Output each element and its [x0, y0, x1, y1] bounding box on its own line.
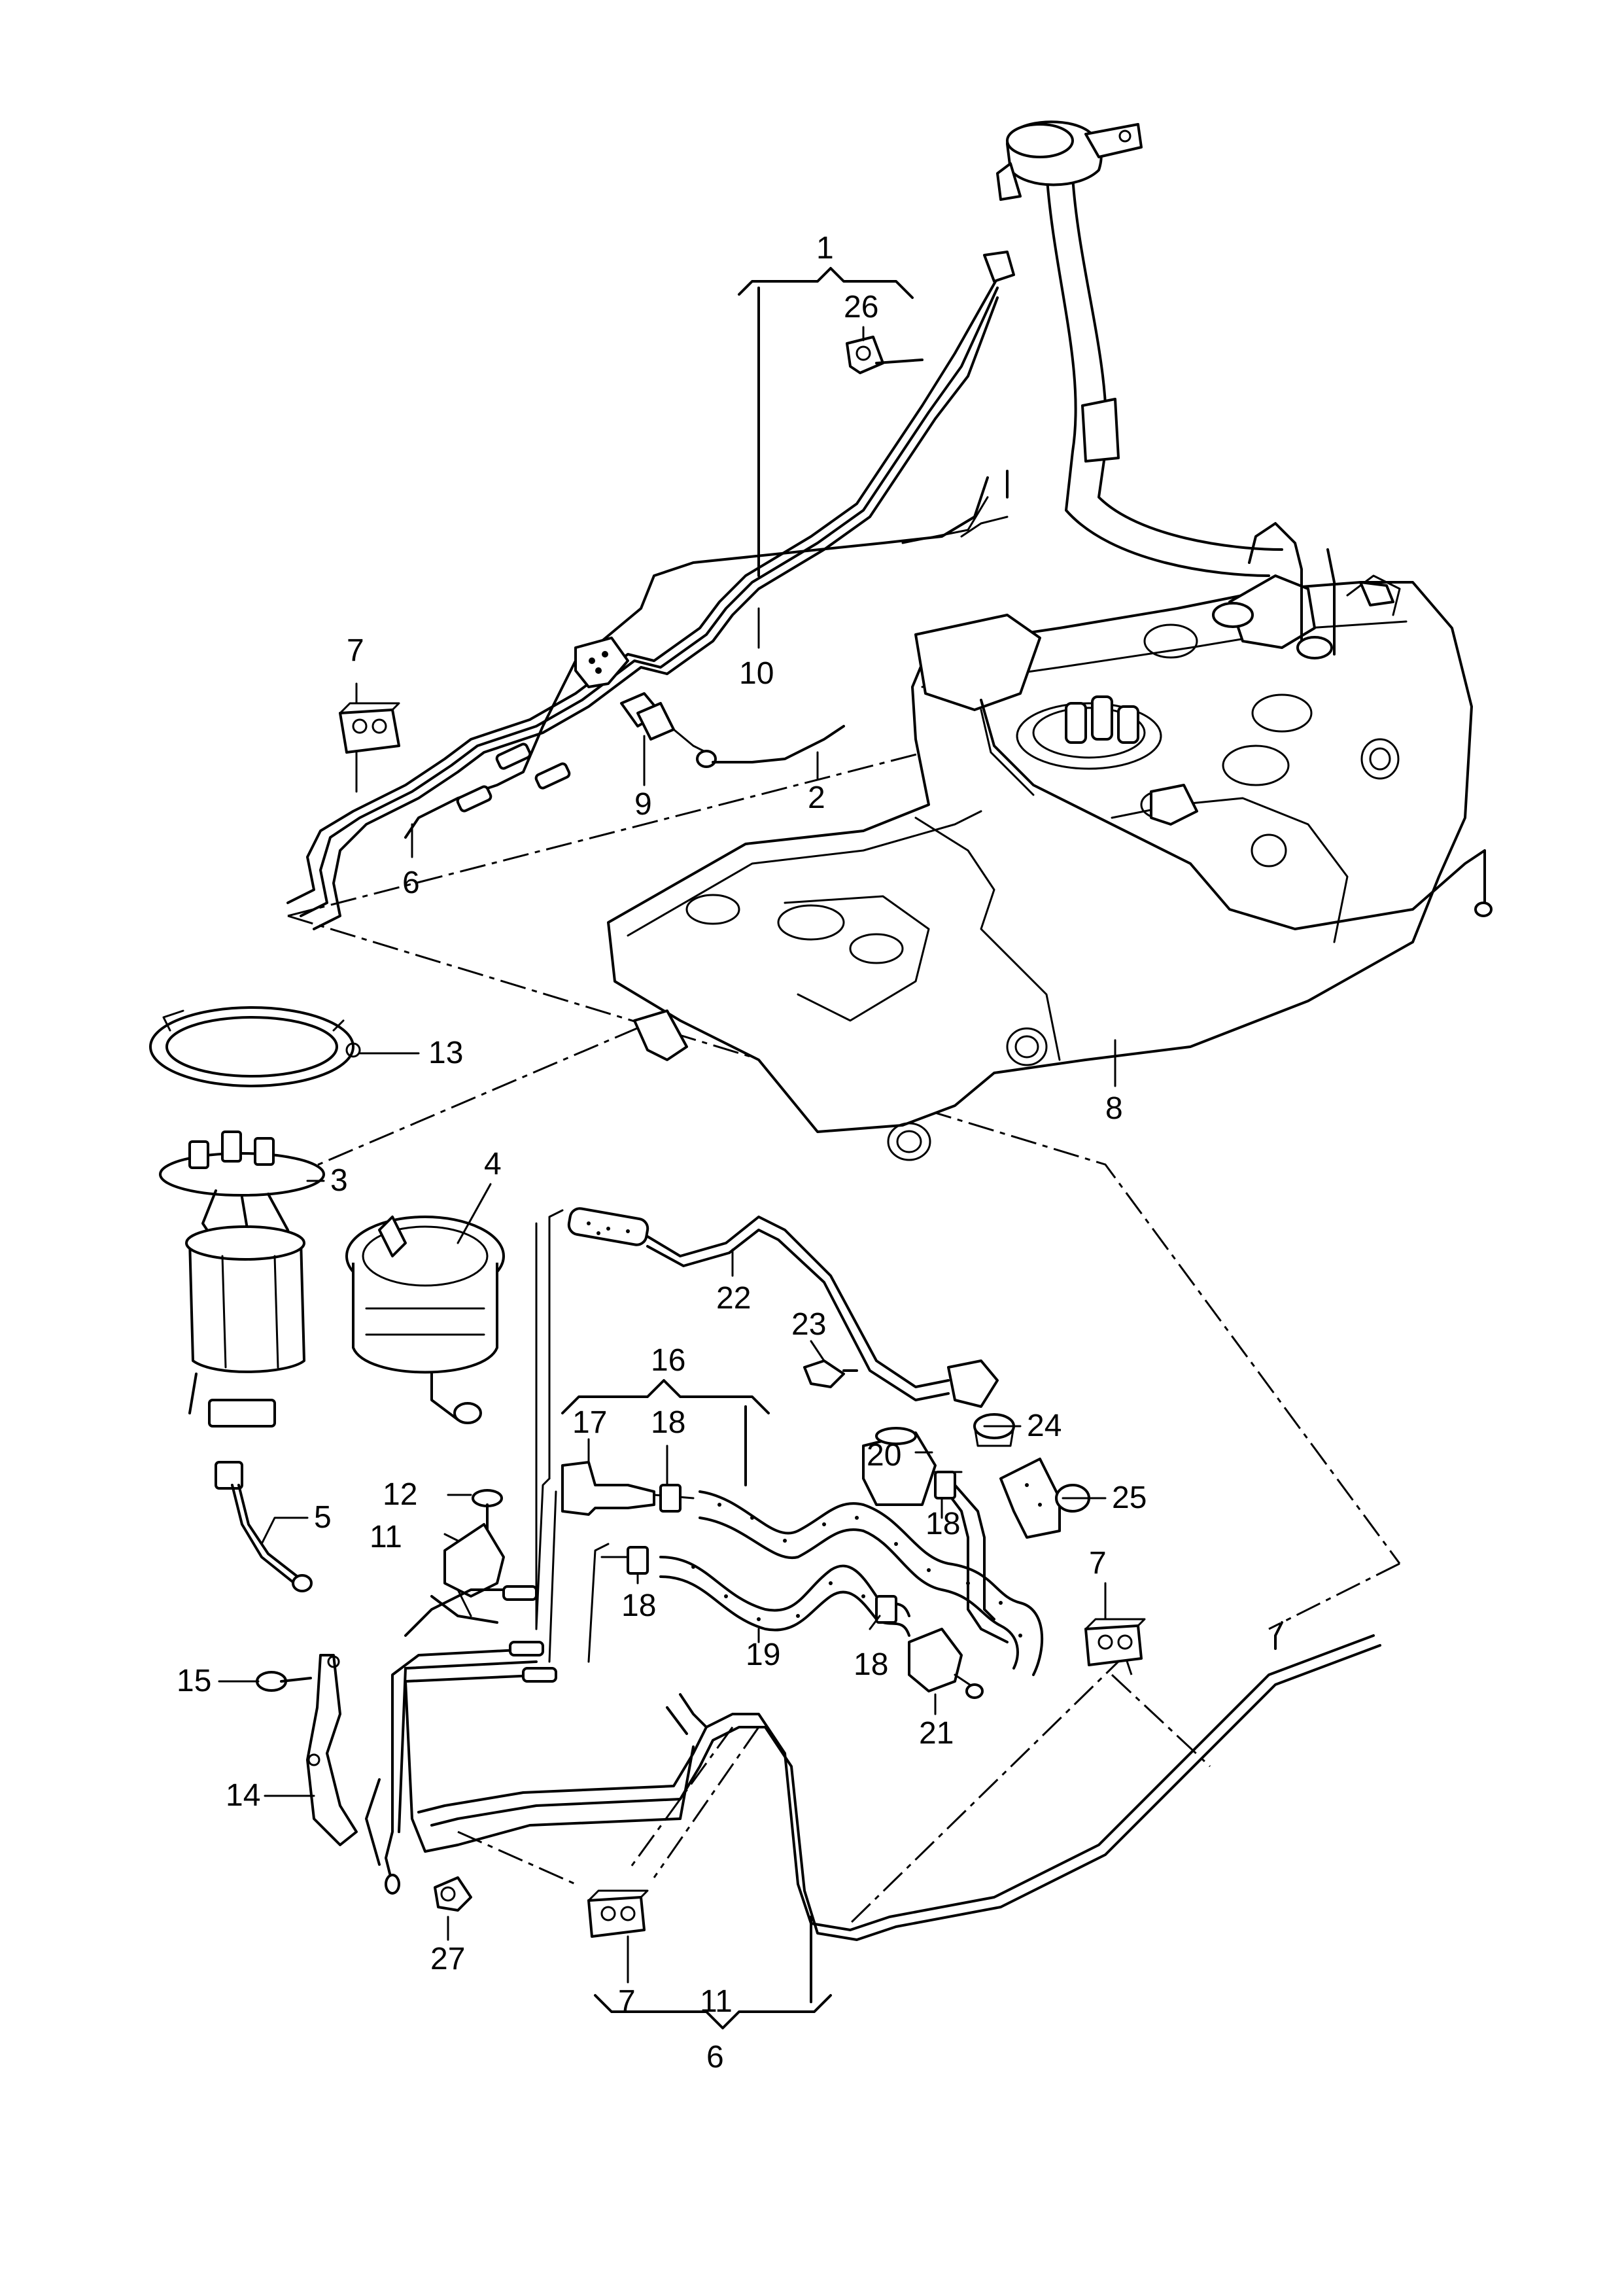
label-22: 22: [716, 1281, 751, 1316]
label-23: 23: [791, 1307, 826, 1342]
label-5: 5: [314, 1500, 332, 1535]
bracket-1: [738, 267, 914, 577]
label-18-lower-left: 18: [621, 1588, 656, 1623]
part-11-bracket[interactable]: [430, 1523, 505, 1624]
label-19: 19: [746, 1638, 780, 1672]
part-16-hose-assembly[interactable]: [561, 1461, 1044, 1676]
part-21-valve[interactable]: [908, 1628, 984, 1699]
part-9-valve[interactable]: [620, 692, 845, 768]
label-7-lower: 7: [618, 1984, 636, 2019]
part-7-clip-lower-left[interactable]: [587, 1889, 649, 1938]
label-25: 25: [1112, 1480, 1147, 1515]
label-12: 12: [383, 1477, 417, 1512]
part-15-bolt[interactable]: [256, 1671, 312, 1692]
bracket-16: [561, 1379, 770, 1486]
bracket-6-lower: [594, 1916, 832, 2029]
label-15: 15: [177, 1664, 211, 1698]
part-3-fuel-pump-module[interactable]: [159, 1130, 325, 1428]
label-11-lower: 11: [700, 1984, 733, 2019]
label-20: 20: [867, 1438, 901, 1473]
part-7-clip-lower-right[interactable]: [1084, 1618, 1146, 1666]
label-18: 18: [651, 1405, 685, 1440]
fuel-tank[interactable]: [607, 574, 1473, 1161]
part-7-clip-upper[interactable]: [339, 702, 400, 754]
label-7-right: 7: [1089, 1546, 1107, 1581]
label-1: 1: [816, 231, 834, 266]
label-7: 7: [347, 633, 364, 668]
fuel-lines-lower[interactable]: [365, 1209, 1381, 1941]
part-22-fuel-hose[interactable]: [567, 1207, 999, 1408]
leader-lines: [218, 326, 1116, 1984]
label-17: 17: [572, 1405, 607, 1440]
label-26: 26: [844, 290, 878, 324]
label-24: 24: [1027, 1409, 1062, 1443]
part-13-gasket[interactable]: [149, 1006, 361, 1087]
part-14-heat-shield[interactable]: [306, 1654, 358, 1846]
label-11: 11: [370, 1520, 402, 1554]
label-2: 2: [808, 780, 825, 815]
part-24-cap[interactable]: [973, 1413, 1015, 1447]
vent-line-right: [980, 699, 1493, 930]
label-8: 8: [1105, 1091, 1123, 1126]
label-10: 10: [739, 656, 774, 691]
filler-neck[interactable]: [996, 120, 1336, 659]
label-6: 6: [402, 866, 420, 900]
clip-upper: [574, 637, 629, 688]
part-27-clip[interactable]: [434, 1876, 472, 1912]
part-4-fuel-filter[interactable]: [345, 1216, 505, 1424]
label-18-lower-right: 18: [854, 1647, 888, 1682]
label-27: 27: [430, 1942, 465, 1976]
part-20-pressure-regulator[interactable]: [862, 1427, 963, 1506]
label-16: 16: [651, 1343, 685, 1378]
part-labels: 1 26 7 10 9 2 6 13 8 3 4 22 23 16 24 17 …: [177, 231, 1147, 2075]
label-13: 13: [428, 1036, 463, 1070]
label-21: 21: [919, 1716, 954, 1751]
label-4: 4: [484, 1147, 502, 1182]
label-18-right: 18: [925, 1507, 960, 1541]
label-6-lower: 6: [706, 2040, 724, 2075]
part-23-clip[interactable]: [803, 1359, 858, 1388]
part-26-clip[interactable]: [846, 336, 924, 374]
connectors-upper: [456, 743, 571, 813]
label-3: 3: [330, 1163, 348, 1198]
label-14: 14: [226, 1778, 260, 1813]
part-5-wiring-harness[interactable]: [215, 1461, 313, 1592]
label-9: 9: [634, 787, 652, 822]
